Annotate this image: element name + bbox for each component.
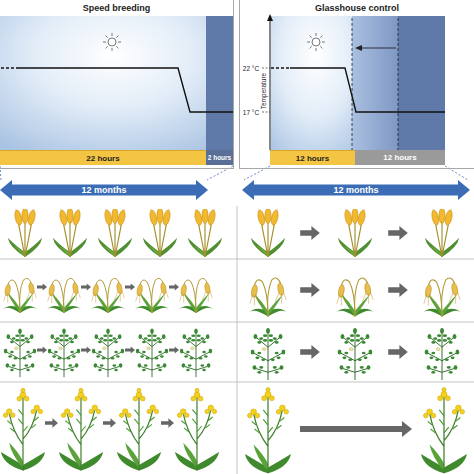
barley-plant [47, 278, 81, 313]
shift-arrowhead [355, 45, 362, 51]
wheat-plant [251, 204, 286, 257]
condition-panel: Glasshouse control 12 hours 12 hours [240, 0, 474, 168]
temperature-line [271, 67, 290, 68]
chickpea-plant [136, 329, 168, 378]
wheat-plant [143, 204, 178, 257]
chickpea-plant [251, 328, 286, 380]
axis-title: Temperature [259, 66, 269, 116]
wheat-plant [8, 204, 43, 257]
generation-arrow [161, 418, 174, 427]
generation-arrow [300, 345, 320, 359]
generation-arrow [37, 283, 47, 290]
chickpea-plant [48, 329, 80, 378]
generation-arrow [169, 346, 179, 353]
wheat-plant [188, 204, 223, 257]
wheat-plant [338, 204, 373, 257]
generation-arrow [388, 345, 408, 359]
double-arrow-fill [0, 180, 208, 200]
canola-plant [117, 388, 161, 470]
generation-arrow [81, 346, 91, 353]
temperature-line [290, 68, 445, 112]
generation-arrow [37, 346, 47, 353]
day-shading [271, 16, 352, 150]
duration-arrow: 12 months [0, 180, 208, 200]
barley-plant [249, 278, 287, 316]
generation-arrow [125, 283, 135, 290]
duration-arrow: 12 months [242, 180, 470, 200]
chickpea-plant [425, 328, 460, 380]
generation-arrow [45, 418, 58, 427]
night-shading [206, 16, 233, 150]
barley-plant [3, 278, 37, 313]
dashed-marker [352, 18, 398, 150]
barley-plant [179, 278, 213, 313]
duration-label: 12 months [81, 185, 126, 195]
axis-arrowhead [267, 14, 273, 21]
generation-arrow [300, 421, 412, 437]
chickpea-plant [4, 329, 36, 378]
dark-period-bar: 2 hours [206, 150, 233, 165]
generation-arrow [169, 283, 179, 290]
temperature-line [1, 67, 18, 68]
chickpea-plant [338, 328, 373, 380]
wheat-plant [53, 204, 88, 257]
generation-arrow [103, 418, 116, 427]
canola-plant [421, 388, 467, 474]
condition-panel: Speed breeding 22 hours 2 hours [0, 0, 233, 168]
sun-icon [307, 33, 325, 51]
generation-arrow [300, 283, 320, 297]
canola-plant [245, 388, 291, 474]
wheat-plant [98, 204, 133, 257]
axis-value: 22 °C [241, 64, 261, 73]
duration-label: 12 hours [296, 154, 329, 163]
panel-title: Speed breeding [0, 3, 233, 13]
light-period-bar: 12 hours [270, 150, 355, 165]
generation-arrow [388, 226, 408, 240]
wheat-plant [425, 204, 460, 257]
barley-plant [91, 278, 125, 313]
day-shading [0, 16, 206, 150]
chickpea-plant [92, 329, 124, 378]
canola-plant [1, 388, 45, 470]
guide-line [0, 166, 468, 180]
barley-plant [336, 278, 374, 316]
duration-label: 22 hours [86, 154, 119, 163]
shift-arrow [360, 48, 396, 49]
canola-plant [59, 388, 103, 470]
canola-plant [175, 388, 219, 470]
generation-arrow [300, 226, 320, 240]
dark-period-bar: 12 hours [355, 150, 445, 165]
axis-value: 17 °C [241, 108, 261, 117]
generation-arrow [388, 283, 408, 297]
double-arrow-fill [242, 180, 470, 200]
barley-plant [423, 278, 461, 316]
duration-label: 12 months [333, 185, 378, 195]
light-period-bar: 22 hours [0, 150, 206, 165]
barley-plant [135, 278, 169, 313]
chickpea-plant [180, 329, 212, 378]
duration-label: 12 hours [383, 153, 416, 162]
night-shading [398, 16, 445, 150]
sun-icon [103, 33, 121, 51]
axis-line [270, 18, 271, 150]
temperature-line [18, 68, 233, 112]
panel-title: Glasshouse control [240, 3, 474, 13]
dusk-shading [352, 16, 398, 150]
column-divider [237, 206, 238, 474]
duration-label: 2 hours [208, 154, 231, 161]
generation-arrow [81, 283, 91, 290]
generation-arrow [125, 346, 135, 353]
